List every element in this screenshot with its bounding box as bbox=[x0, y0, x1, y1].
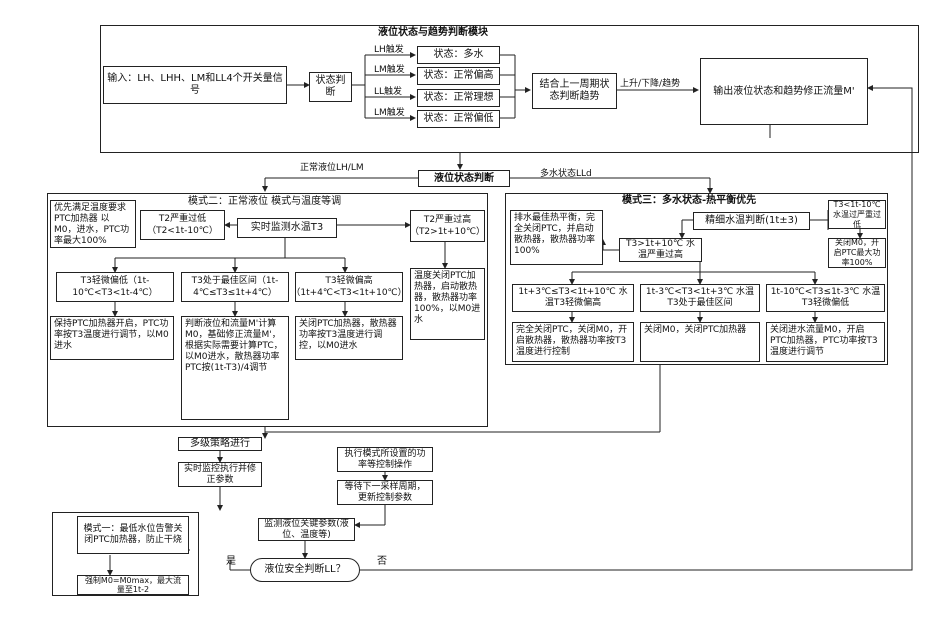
mode2-action-low: 保持PTC加热器开启，PTC功率按T3温度进行调节，以M0进水 bbox=[50, 316, 174, 360]
label-more-branch: 多水状态LLd bbox=[540, 168, 592, 180]
mode3-mid-cond: T3>1t+10℃ 水温严重过高 bbox=[619, 238, 702, 262]
mode3-cond-best: 1t-3℃<T3<1t+3℃ 水温T3处于最佳区间 bbox=[640, 284, 760, 312]
mode2-action-high: 关闭PTC加热器，散热器功率按T3温度进行调控，以M0进水 bbox=[295, 316, 403, 360]
trend-label: 上升/下降/趋势 bbox=[620, 78, 680, 90]
mode3-right-top: T3<1t-10℃ 水温过严重过低 bbox=[828, 200, 886, 229]
output-box: 输出液位状态和趋势修正流量M' bbox=[700, 58, 868, 125]
safety-judge-box: 液位安全判断LL？ bbox=[250, 558, 360, 582]
mode3-left-box: 排水最佳热平衡，完全关闭PTC，并启动散热器，散热器功率100% bbox=[510, 210, 603, 265]
mode2-cond-high: T3轻微偏高（1t+4℃<T3<1t+10℃） bbox=[295, 272, 403, 302]
mode2-right-box: 温度关闭PTC加热器，启动散热器，散热器功率100%，以M0进水 bbox=[410, 268, 485, 340]
mode1-box: 模式一：最低水位告警关闭PTC加热器，防止干烧 bbox=[77, 516, 189, 554]
sensor-label-lh: LH触发 bbox=[374, 44, 404, 56]
yes-label: 是 bbox=[226, 556, 236, 568]
mode2-t2-over: T2严重过低（T2<1t-10℃） bbox=[140, 210, 225, 240]
mode3-right-box2: 关闭M0，开启PTC最大功率100% bbox=[828, 238, 886, 268]
mode2-t2-high: T2严重过高（T2>1t+10℃） bbox=[410, 210, 485, 242]
mode3-realtime: 精细水温判断(1t±3) bbox=[693, 212, 810, 230]
mode3-cond-high: 1t+3℃≤T3<1t+10℃ 水温T3轻微偏高 bbox=[512, 284, 634, 312]
module-title: 液位状态与趋势判断模块 bbox=[378, 27, 488, 39]
mode2-t3-judge: 实时监测水温T3 bbox=[237, 218, 337, 238]
state-judge-box: 状态判断 bbox=[309, 72, 352, 102]
state-box-ideal: 状态：正常理想 bbox=[417, 89, 500, 107]
mode3-action-best: 关闭M0，关闭PTC加热器 bbox=[640, 322, 760, 362]
wait-next-box: 等待下一采样周期，更新控制参数 bbox=[337, 480, 433, 505]
no-label: 否 bbox=[377, 556, 387, 568]
monitor-params-box: 监测液位关键参数(液位、温度等) bbox=[258, 518, 355, 541]
state-box-low: 状态：正常偏低 bbox=[417, 110, 500, 128]
mode1-sub-box: 强制M0=M0max，最大流量至1t-2 bbox=[77, 575, 189, 595]
sensor-label-lm2: LM触发 bbox=[374, 107, 405, 119]
mode2-cond-best: T3处于最佳区间（1t-4℃≤T3≤1t+4℃） bbox=[181, 272, 289, 302]
mode3-action-low: 关闭进水流量M0，开启PTC加热器，PTC功率按T3温度进行调节 bbox=[766, 322, 885, 362]
state-box-high: 状态：正常偏高 bbox=[417, 67, 500, 85]
monitor-correct-box: 实时监控执行并修正参数 bbox=[178, 462, 262, 487]
label-normal-branch: 正常液位LH/LM bbox=[300, 162, 364, 174]
mode2-title: 模式二：正常液位 模式与温度等调 bbox=[188, 196, 341, 208]
sensor-label-ll: LL触发 bbox=[374, 86, 402, 98]
state-box-more: 状态：多水 bbox=[417, 46, 500, 64]
input-box: 输入：LH、LHH、LM和LL4个开关量信号 bbox=[103, 66, 287, 104]
mode3-title: 模式三：多水状态-热平衡优先 bbox=[622, 195, 756, 207]
mode2-left-top: 优先满足温度要求PTC加热器 以M0，进水，PTC功率最大100% bbox=[50, 200, 136, 248]
mode2-cond-low: T3轻微偏低（1t-10℃<T3<1t-4℃） bbox=[56, 272, 174, 302]
mode3-action-high: 完全关闭PTC，关闭M0，开启散热器，散热器功率按T3温度进行控制 bbox=[512, 322, 634, 362]
mode3-cond-low: 1t-10℃<T3≤1t-3℃ 水温T3轻微偏低 bbox=[766, 284, 885, 312]
exec-mode-box: 执行模式所设置的功率等控制操作 bbox=[337, 447, 433, 472]
sensor-label-lm: LM触发 bbox=[374, 64, 405, 76]
multi-strategy-box: 多级策略进行 bbox=[178, 437, 262, 451]
combine-box: 结合上一周期状态判断趋势 bbox=[532, 73, 617, 109]
mode2-action-best: 判断液位和流量M'计算M0，基础修正流量M'，根据实际需要计算PTC，以M0进水… bbox=[181, 316, 289, 420]
mid-state-judge: 液位状态判断 bbox=[418, 170, 510, 187]
